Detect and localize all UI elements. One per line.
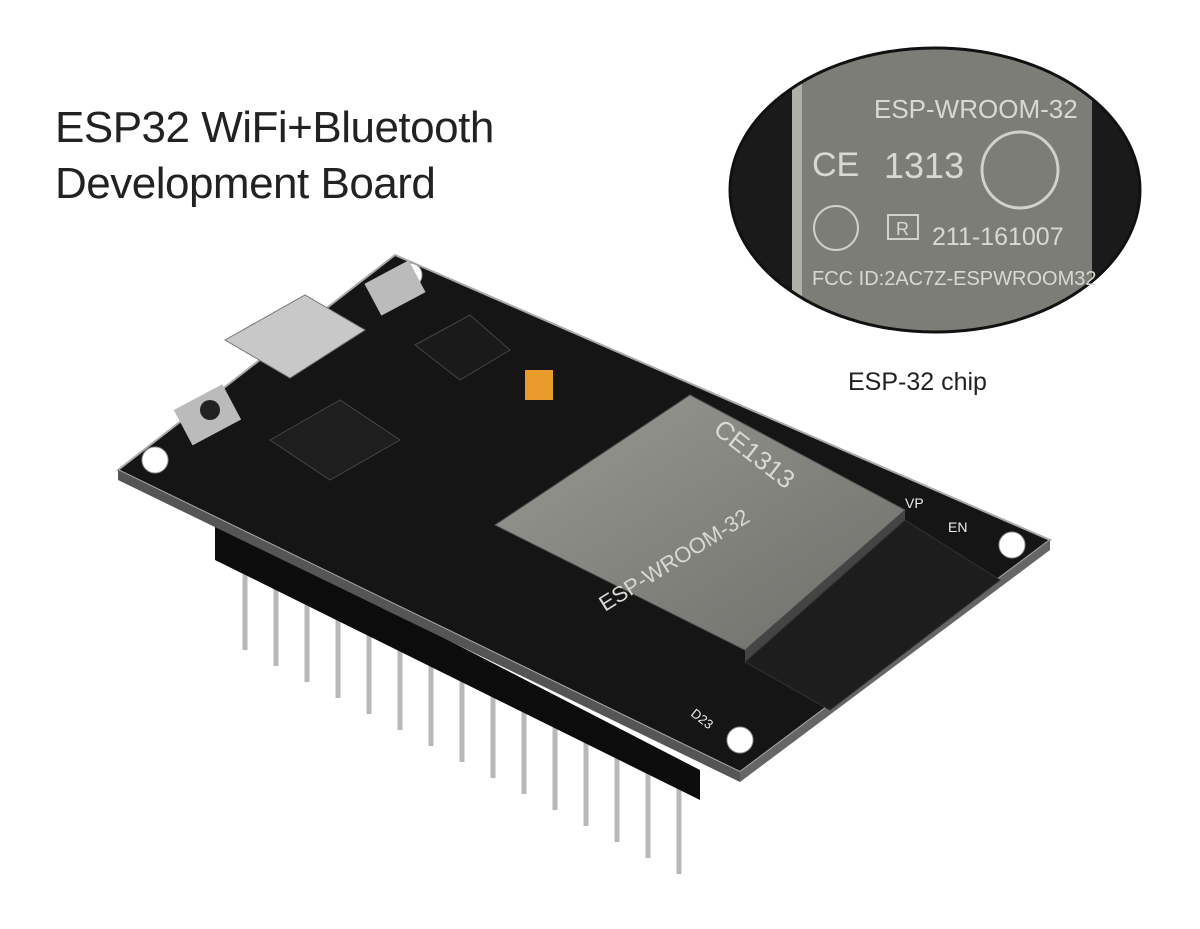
header-pins — [242, 560, 682, 874]
pin-header — [215, 520, 700, 800]
chip-closeup: ESP-WROOM-32 CE 1313 R 211-161007 FCC ID… — [728, 46, 1142, 334]
espressif-logo — [980, 130, 1060, 210]
closeup-model: ESP-WROOM-32 — [874, 94, 1078, 124]
antenna — [744, 519, 1001, 711]
closeup-registered-mark: R — [896, 219, 909, 239]
pin-label-vp: VP — [905, 495, 924, 511]
title-line-2: Development Board — [55, 159, 436, 208]
certification-logo — [813, 205, 859, 251]
mounting-hole — [141, 446, 169, 474]
title-line-1: ESP32 WiFi+Bluetooth — [55, 103, 494, 152]
pin-label-en: EN — [948, 519, 967, 535]
micro-usb-port — [223, 294, 366, 379]
chip-caption: ESP-32 chip — [848, 368, 987, 396]
closeup-ce: CE — [812, 146, 859, 184]
orange-component — [525, 370, 553, 400]
en-button — [364, 260, 426, 316]
closeup-cert-number: 211-161007 — [932, 223, 1064, 251]
regulator — [414, 314, 511, 381]
product-title: ESP32 WiFi+Bluetooth Development Board — [55, 100, 494, 212]
mounting-hole — [726, 726, 754, 754]
usb-uart-chip — [269, 399, 401, 481]
mounting-hole — [998, 531, 1026, 559]
closeup-fcc-id: FCC ID:2AC7Z-ESPWROOM32 — [812, 268, 1096, 290]
closeup-ce-number: 1313 — [884, 145, 964, 186]
